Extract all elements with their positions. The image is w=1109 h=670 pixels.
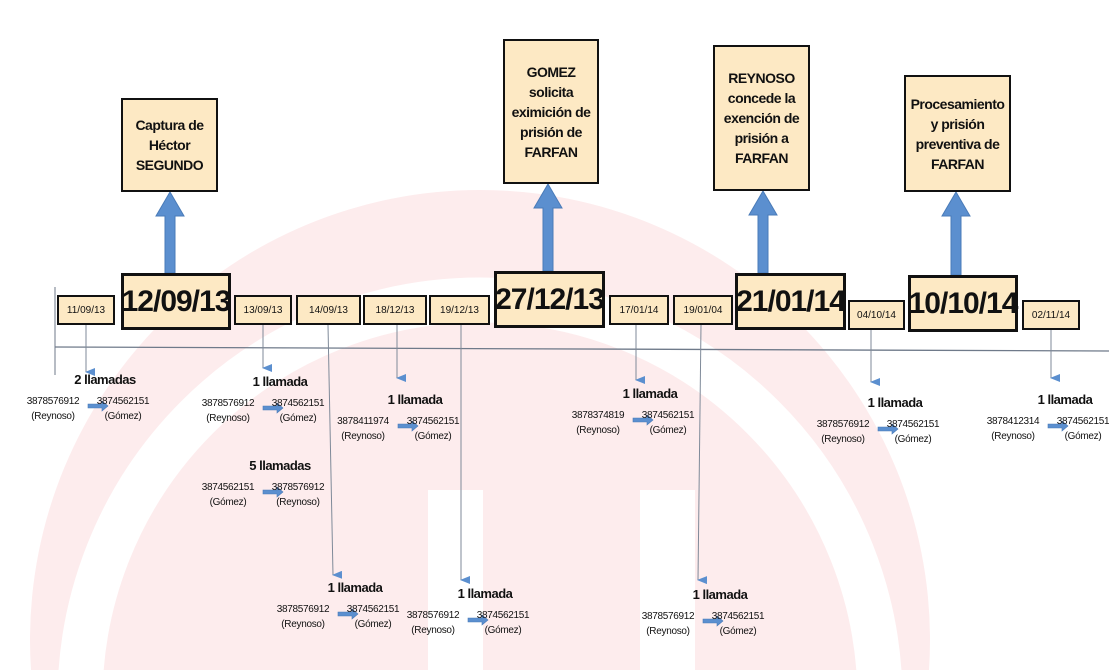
call-direction-arrow-icon bbox=[702, 615, 724, 627]
call-direction-arrow-icon bbox=[262, 402, 284, 414]
caller-name: (Reynoso) bbox=[206, 413, 250, 424]
caller-name: (Reynoso) bbox=[821, 434, 865, 445]
call-direction-arrow-icon bbox=[632, 414, 654, 426]
minor-date-19-01-04: 19/01/04 bbox=[673, 295, 733, 325]
caller-number: 3878576912 bbox=[26, 396, 80, 407]
receiver-name: (Gómez) bbox=[354, 619, 392, 630]
receiver-number: 3874562151 bbox=[96, 396, 150, 407]
call-count: 1 llamada bbox=[327, 580, 383, 595]
caller-number: 3874562151 bbox=[201, 482, 255, 493]
watermark-bar-left bbox=[428, 490, 483, 670]
watermark-bar-right bbox=[640, 490, 695, 670]
receiver-name: (Gómez) bbox=[484, 625, 522, 636]
connector-arrow bbox=[327, 324, 343, 579]
caller-name: (Reynoso) bbox=[31, 411, 75, 422]
receiver-number: 3878576912 bbox=[271, 482, 325, 493]
caller-number: 3878576912 bbox=[201, 398, 255, 409]
event-box-procesamiento: Procesamiento y prisión preventiva de FA… bbox=[904, 75, 1011, 192]
caller-name: (Reynoso) bbox=[991, 431, 1035, 442]
call-count: 5 llamadas bbox=[249, 458, 311, 473]
major-date-21-01-14: 21/01/14 bbox=[735, 273, 846, 330]
minor-date-14-09-13: 14/09/13 bbox=[296, 295, 361, 325]
major-date-27-12-13: 27/12/13 bbox=[494, 271, 605, 328]
caller-number: 3878576912 bbox=[641, 611, 695, 622]
minor-date-13-09-13: 13/09/13 bbox=[234, 295, 292, 325]
receiver-name: (Gómez) bbox=[894, 434, 932, 445]
caller-name: (Reynoso) bbox=[411, 625, 455, 636]
receiver-number: 3874562151 bbox=[346, 604, 400, 615]
major-date-10-10-14: 10/10/14 bbox=[908, 275, 1018, 332]
caller-number: 3878412314 bbox=[986, 416, 1040, 427]
connector-arrow bbox=[697, 324, 708, 585]
caller-name: (Gómez) bbox=[209, 497, 247, 508]
receiver-name: (Gómez) bbox=[104, 411, 142, 422]
call-count: 1 llamada bbox=[622, 386, 678, 401]
receiver-number: 3874562151 bbox=[271, 398, 325, 409]
event-box-reynoso-concede: REYNOSO concede la exención de prisión a… bbox=[713, 45, 810, 191]
caller-name: (Reynoso) bbox=[646, 626, 690, 637]
receiver-name: (Gómez) bbox=[1064, 431, 1102, 442]
receiver-number: 3874562151 bbox=[1056, 416, 1109, 427]
call-count: 1 llamada bbox=[457, 586, 513, 601]
call-count: 1 llamada bbox=[387, 392, 443, 407]
up-arrow-icon bbox=[748, 190, 778, 274]
minor-date-18-12-13: 18/12/13 bbox=[363, 295, 427, 325]
up-arrow-icon bbox=[155, 191, 185, 274]
call-direction-arrow-icon bbox=[1047, 420, 1069, 432]
minor-date-11-09-13: 11/09/13 bbox=[57, 295, 115, 325]
up-arrow-icon bbox=[941, 191, 971, 276]
receiver-name: (Gómez) bbox=[719, 626, 757, 637]
caller-number: 3878576912 bbox=[276, 604, 330, 615]
caller-number: 3878576912 bbox=[406, 610, 460, 621]
call-direction-arrow-icon bbox=[337, 608, 359, 620]
caller-name: (Reynoso) bbox=[341, 431, 385, 442]
major-date-12-09-13: 12/09/13 bbox=[121, 273, 231, 330]
event-box-captura: Captura de Héctor SEGUNDO bbox=[121, 98, 218, 192]
receiver-name: (Gómez) bbox=[279, 413, 317, 424]
caller-number: 3878411974 bbox=[337, 416, 389, 427]
receiver-number: 3874562151 bbox=[641, 410, 695, 421]
receiver-number: 3874562151 bbox=[406, 416, 460, 427]
minor-date-17-01-14: 17/01/14 bbox=[609, 295, 669, 325]
call-count: 1 llamada bbox=[252, 374, 308, 389]
receiver-name: (Gómez) bbox=[414, 431, 452, 442]
call-direction-arrow-icon bbox=[877, 423, 899, 435]
receiver-name: (Gómez) bbox=[649, 425, 687, 436]
minor-date-02-11-14: 02/11/14 bbox=[1022, 300, 1080, 330]
call-count: 1 llamada bbox=[1037, 392, 1093, 407]
call-count: 1 llamada bbox=[867, 395, 923, 410]
receiver-name: (Reynoso) bbox=[276, 497, 320, 508]
call-count: 1 llamada bbox=[692, 587, 748, 602]
event-box-gomez-solicita: GOMEZ solicita eximición de prisión de F… bbox=[503, 39, 599, 184]
receiver-number: 3874562151 bbox=[711, 611, 765, 622]
call-direction-arrow-icon bbox=[87, 400, 109, 412]
receiver-number: 3874562151 bbox=[476, 610, 530, 621]
minor-date-19-12-13: 19/12/13 bbox=[429, 295, 490, 325]
minor-date-04-10-14: 04/10/14 bbox=[848, 300, 905, 330]
call-count: 2 llamadas bbox=[74, 372, 136, 387]
up-arrow-icon bbox=[533, 183, 563, 272]
receiver-number: 3874562151 bbox=[886, 419, 940, 430]
timeline-axis bbox=[54, 346, 1109, 352]
call-direction-arrow-icon bbox=[262, 486, 284, 498]
call-direction-arrow-icon bbox=[467, 614, 489, 626]
caller-name: (Reynoso) bbox=[281, 619, 325, 630]
call-direction-arrow-icon bbox=[397, 420, 419, 432]
caller-number: 3878576912 bbox=[816, 419, 870, 430]
caller-number: 3878374819 bbox=[571, 410, 625, 421]
caller-name: (Reynoso) bbox=[576, 425, 620, 436]
